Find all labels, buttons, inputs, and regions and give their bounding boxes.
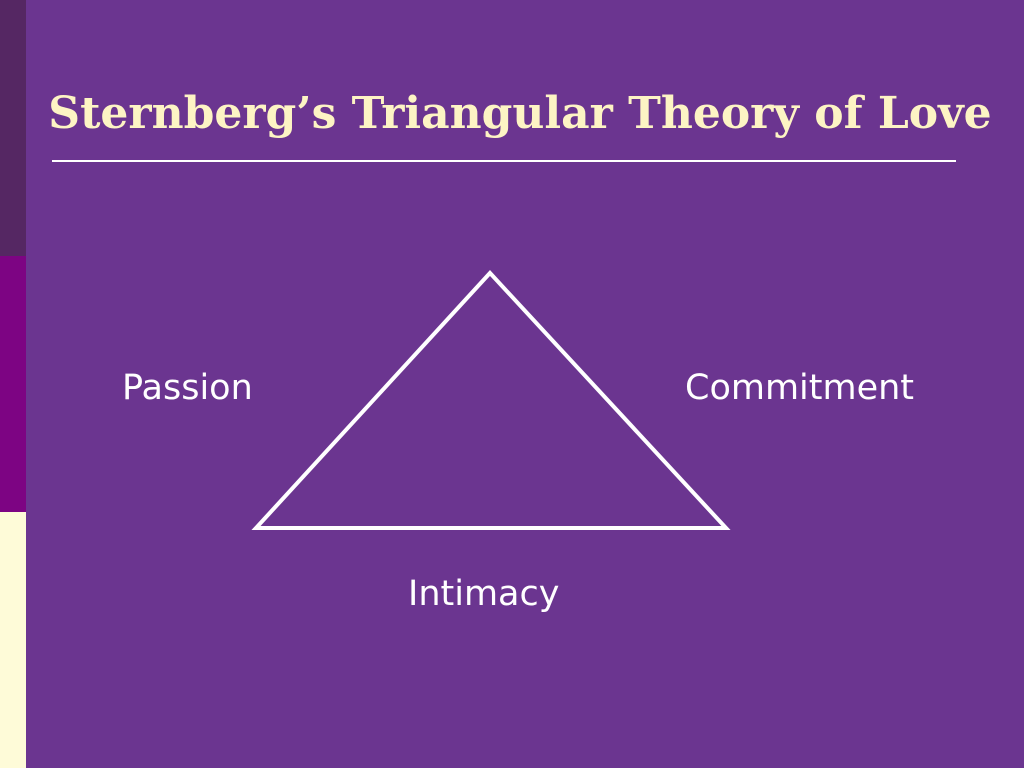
accent-bar-bottom <box>0 512 26 768</box>
slide-title: Sternberg’s Triangular Theory of Love <box>48 88 992 139</box>
label-passion: Passion <box>122 368 253 408</box>
title-underline <box>52 160 956 162</box>
accent-bar-middle <box>0 256 26 512</box>
label-commitment: Commitment <box>685 368 915 408</box>
label-intimacy: Intimacy <box>408 574 560 614</box>
accent-bar-top <box>0 0 26 256</box>
love-triangle <box>251 270 731 530</box>
